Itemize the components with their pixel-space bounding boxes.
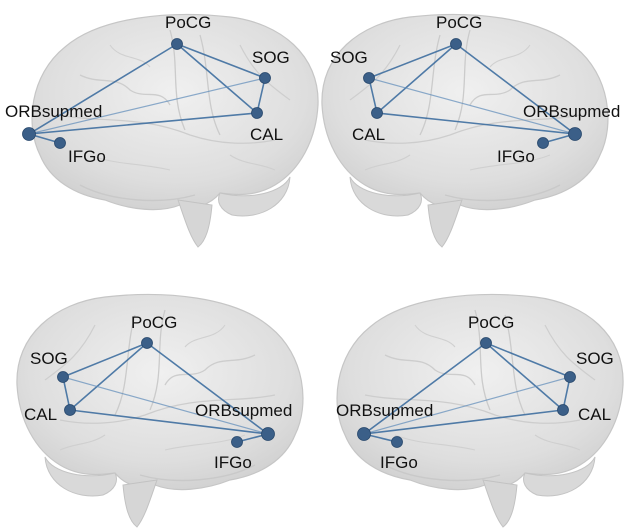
edge-cal-orbsupmed — [376, 112, 576, 135]
node-pocg — [480, 337, 492, 349]
node-label-sog: SOG — [576, 349, 614, 368]
node-ifgo — [231, 436, 243, 448]
panel-bottom-left: PoCG SOG CAL ORBsupmed IFGo — [16, 293, 304, 528]
node-layer — [57, 337, 275, 448]
node-ifgo — [537, 137, 549, 149]
node-ifgo — [391, 436, 403, 448]
node-label-sog: SOG — [252, 48, 290, 67]
edge-pocg-sog — [62, 342, 148, 378]
node-label-sog: SOG — [330, 48, 368, 67]
node-label-cal: CAL — [352, 125, 385, 144]
edge-sog-orbsupmed — [368, 77, 576, 135]
node-layer — [22, 38, 271, 149]
node-cal — [64, 404, 76, 416]
node-cal — [557, 404, 569, 416]
node-label-orbsupmed: ORBsupmed — [5, 102, 102, 121]
edge-pocg-orbsupmed — [28, 43, 178, 135]
node-label-pocg: PoCG — [131, 313, 177, 332]
edge-sog-cal — [368, 77, 378, 114]
edge-pocg-sog — [176, 43, 266, 79]
edge-sog-orbsupmed — [62, 376, 269, 435]
edge-pocg-cal — [69, 342, 148, 411]
node-label-cal: CAL — [250, 125, 283, 144]
edge-sog-orbsupmed — [28, 77, 266, 135]
node-orbsupmed — [261, 427, 275, 441]
node-label-ifgo: IFGo — [497, 147, 535, 166]
node-label-ifgo: IFGo — [68, 147, 106, 166]
node-sog — [259, 72, 271, 84]
panel-top-left: PoCG SOG CAL ORBsupmed IFGo — [5, 13, 319, 248]
node-label-sog: SOG — [30, 349, 68, 368]
node-cal — [371, 107, 383, 119]
node-pocg — [141, 337, 153, 349]
node-label-orbsupmed: ORBsupmed — [195, 401, 292, 420]
edge-pocg-orbsupmed — [363, 342, 487, 435]
node-orbsupmed — [22, 127, 36, 141]
node-sog — [564, 371, 576, 383]
edge-cal-orbsupmed — [28, 112, 258, 135]
node-ifgo — [54, 137, 66, 149]
node-sog — [57, 371, 69, 383]
panel-top-right: PoCG SOG CAL ORBsupmed IFGo — [321, 13, 620, 248]
edge-pocg-cal — [176, 43, 258, 114]
edge-cal-orbsupmed — [69, 409, 269, 435]
node-label-cal: CAL — [578, 405, 611, 424]
edge-pocg-cal — [376, 43, 457, 114]
edge-layer — [62, 342, 269, 443]
node-label-pocg: PoCG — [165, 13, 211, 32]
node-cal — [251, 107, 263, 119]
edge-pocg-orbsupmed — [455, 43, 576, 135]
node-label-pocg: PoCG — [436, 13, 482, 32]
edge-pocg-sog — [368, 43, 457, 79]
edge-pocg-sog — [485, 342, 571, 378]
edge-layer — [28, 43, 266, 144]
node-label-pocg: PoCG — [468, 313, 514, 332]
panel-bottom-right: PoCG SOG CAL ORBsupmed IFGo — [336, 293, 624, 528]
edge-sog-cal — [256, 77, 266, 114]
node-label-ifgo: IFGo — [380, 453, 418, 472]
node-label-orbsupmed: ORBsupmed — [523, 102, 620, 121]
node-pocg — [450, 38, 462, 50]
node-label-ifgo: IFGo — [214, 453, 252, 472]
node-orbsupmed — [357, 427, 371, 441]
node-label-orbsupmed: ORBsupmed — [336, 401, 433, 420]
node-sog — [363, 72, 375, 84]
node-layer — [363, 38, 582, 149]
edge-sog-orbsupmed — [363, 376, 571, 435]
node-layer — [357, 337, 576, 448]
edge-cal-orbsupmed — [363, 409, 564, 435]
node-orbsupmed — [568, 127, 582, 141]
node-label-cal: CAL — [24, 405, 57, 424]
edge-pocg-cal — [485, 342, 564, 411]
node-pocg — [171, 38, 183, 50]
edge-pocg-orbsupmed — [146, 342, 269, 435]
edge-layer — [363, 342, 571, 443]
